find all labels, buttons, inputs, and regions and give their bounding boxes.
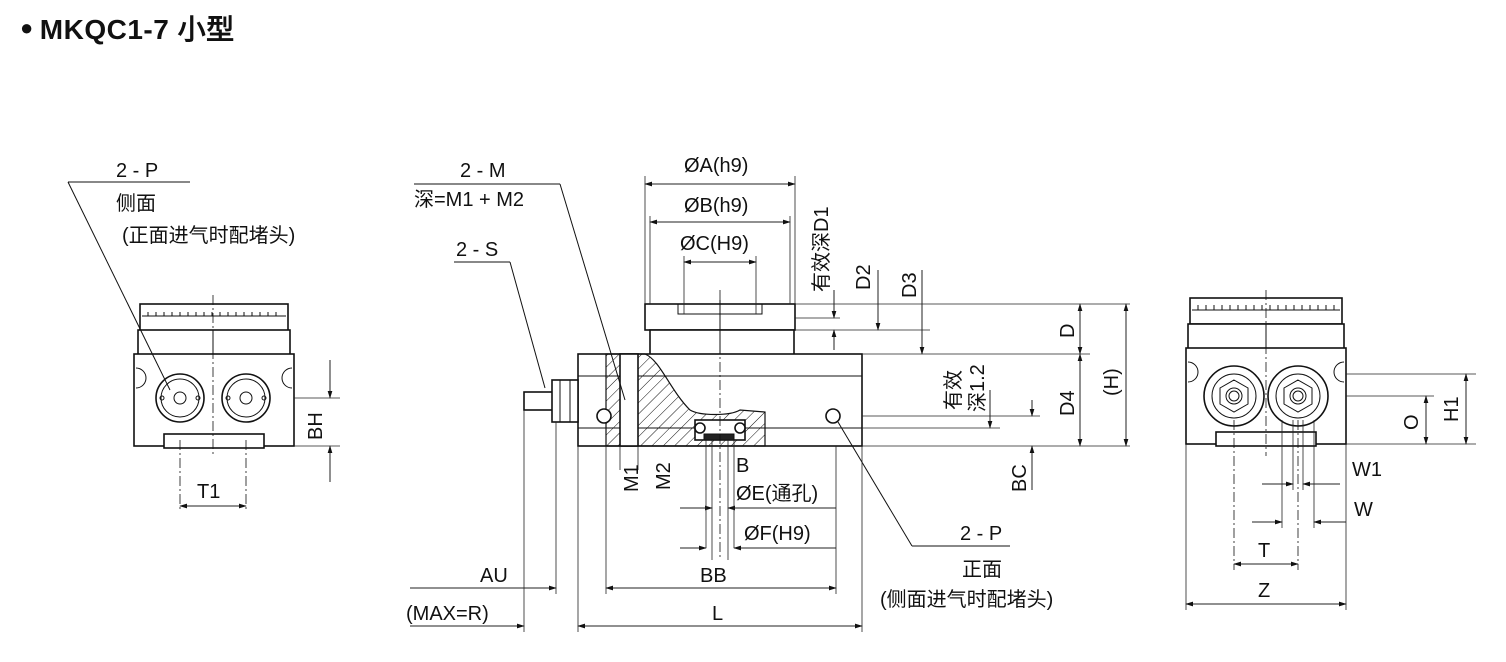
page-title: ●MKQC1-7 小型	[20, 8, 235, 48]
title-text: MKQC1-7 小型	[39, 14, 235, 45]
left-note: (正面进气时配堵头)	[122, 224, 295, 247]
front-depth-label: 深=M1 + M2	[414, 188, 524, 211]
left-view	[67, 181, 340, 512]
front-port-label: 2 - P	[960, 523, 1002, 545]
left-port-1	[155, 373, 205, 423]
dim-d2: D2	[853, 264, 875, 290]
right-fitting-1	[1203, 365, 1265, 427]
dim-o: O	[1401, 414, 1423, 430]
dim-h1: H1	[1441, 396, 1463, 422]
dim-m2: M2	[653, 462, 675, 490]
front-view	[410, 176, 1130, 632]
dim-t: T	[1258, 540, 1270, 562]
dim-dia-c: ØC(H9)	[680, 233, 749, 255]
right-view	[1185, 290, 1476, 610]
dim-b: B	[736, 455, 749, 477]
dim-max: (MAX=R)	[406, 603, 489, 625]
dim-w: W	[1354, 499, 1373, 521]
front-thread-label: 2 - M	[460, 160, 506, 182]
left-port-label: 2 - P	[116, 160, 158, 182]
left-port-2	[221, 373, 271, 423]
front-front-label: 正面	[962, 559, 1002, 581]
dim-t1: T1	[197, 481, 220, 503]
front-note: (侧面进气时配堵头)	[880, 588, 1053, 611]
dim-z: Z	[1258, 580, 1270, 602]
right-fitting-2	[1267, 365, 1329, 427]
dim-d3: D3	[899, 272, 921, 298]
dim-h: (H)	[1101, 368, 1123, 396]
dim-dia-a: ØA(h9)	[684, 155, 748, 177]
dim-l: L	[712, 603, 723, 625]
dim-w1: W1	[1352, 459, 1382, 481]
dim-au: AU	[480, 565, 508, 587]
front-screw-label: 2 - S	[456, 239, 498, 261]
dim-bb: BB	[700, 565, 727, 587]
left-side-label: 侧面	[116, 192, 156, 215]
left-disc-ticks	[142, 312, 286, 317]
dim-eff-depth-d1: 有效深D1	[810, 206, 833, 292]
dim-dia-f: ØF(H9)	[744, 523, 811, 545]
dim-bh: BH	[305, 412, 327, 440]
dim-d4: D4	[1057, 390, 1079, 416]
title-bullet: ●	[20, 15, 34, 40]
dim-d: D	[1057, 324, 1079, 338]
dim-eff-depth-12-a: 有效	[942, 370, 965, 410]
dim-bc: BC	[1009, 464, 1031, 492]
dim-eff-depth-12-b: 深1.2	[966, 364, 989, 412]
dim-m1: M1	[621, 464, 643, 492]
dim-dia-e: ØE(通孔)	[736, 482, 818, 505]
dim-dia-b: ØB(h9)	[684, 195, 748, 217]
